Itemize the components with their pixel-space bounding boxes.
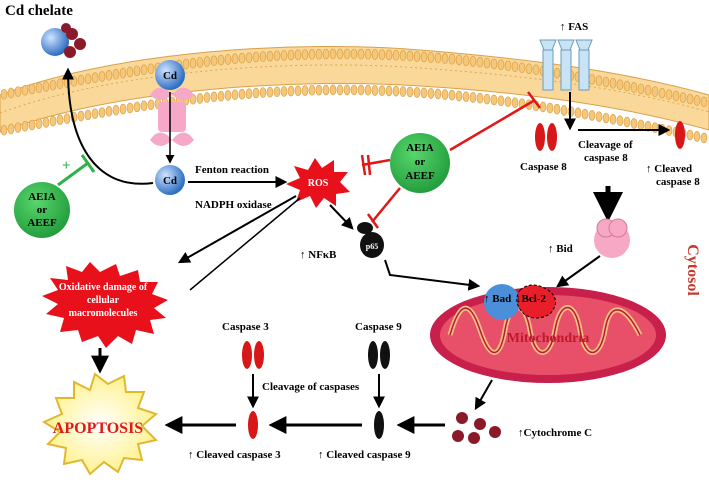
cytosol-label: Cytosol [684, 244, 701, 296]
bid-label: ↑ Bid [548, 243, 573, 255]
p65-label: p65 [366, 242, 378, 251]
plus-sign: + [62, 158, 71, 174]
nfkb-p65 [357, 222, 384, 258]
cleavage-caspases-label: Cleavage of caspases [262, 381, 360, 393]
fas-receptor [539, 39, 593, 91]
cd-label-outside: Cd [163, 70, 177, 82]
aeia-left-line3: AEEF [27, 217, 57, 229]
cd-ion-outside [155, 60, 185, 90]
apoptosis-burst [41, 372, 158, 476]
bad-protein [484, 284, 520, 320]
cleaved-caspase8-icon [675, 121, 685, 149]
cleaved-caspase9-icon [374, 411, 384, 439]
lipid-heads [0, 48, 708, 144]
cleaved-caspase3-icon [248, 411, 258, 439]
cd-chelate-title: Cd chelate [5, 3, 73, 19]
caspase9-label: Caspase 9 [355, 321, 402, 333]
cd-transporter [150, 87, 194, 146]
bid-to-mito-arrow [556, 255, 601, 288]
ros-to-damage-line [189, 197, 301, 291]
promote-line [57, 161, 89, 187]
caspase8-label: Caspase 8 [520, 161, 567, 173]
cleavage8-label-2: caspase 8 [584, 152, 628, 164]
caspase3-icon [242, 341, 264, 369]
promote-bar [80, 154, 96, 173]
bid-protein [594, 218, 630, 258]
cleaved3-label: ↑ Cleaved caspase 3 [188, 449, 281, 461]
aeia-aeef-middle-circle [390, 133, 450, 193]
ros-label: ROS [308, 178, 329, 189]
fenton-label: Fenton reaction [195, 164, 269, 176]
apoptosis-label: APOPTOSIS [53, 420, 144, 437]
nfkb-label: ↑ NFκB [300, 249, 337, 261]
cleaved8-label-1: ↑ Cleaved [646, 163, 692, 175]
fas-label: ↑ FAS [560, 21, 588, 33]
bcl2-label: ↓Bcl-2 [516, 293, 546, 305]
bad-label: ↑ Bad [484, 293, 511, 305]
cd-chelate-cluster [41, 23, 86, 58]
inhibition-lines [360, 91, 541, 229]
chelation-arrow [62, 67, 154, 185]
caspase8-icon [535, 123, 557, 151]
aeia-aeef-left-circle [14, 182, 70, 238]
cleaved8-label-2: caspase 8 [656, 176, 700, 188]
nadph-label: NADPH oxidase [195, 199, 272, 211]
aeia-left-line2: or [37, 204, 48, 216]
caspase9-icon [368, 341, 390, 369]
cd-ion-inside [155, 165, 185, 195]
cleaved9-label: ↑ Cleaved caspase 9 [318, 449, 411, 461]
ros-to-damage-arrow [177, 195, 297, 264]
aeia-left-line1: AEIA [28, 191, 56, 203]
oxidative-damage-burst [42, 262, 168, 348]
aeia-mid-line1: AEIA [406, 142, 434, 154]
mito-to-cytc-arrow [474, 379, 493, 411]
oxidative-label-3: macromolecules [69, 308, 138, 319]
cleavage8-label-1: Cleavage of [578, 139, 633, 151]
aeia-mid-line3: AEEF [405, 170, 435, 182]
oxidative-label-1: Oxidative damage of [59, 282, 148, 293]
ros-to-nfkb-arrow [329, 204, 354, 230]
mitochondria-label: Mitochondria [507, 331, 589, 346]
bcl2-protein [516, 284, 556, 319]
cd-label-inside: Cd [163, 175, 177, 187]
caspase3-label: Caspase 3 [222, 321, 269, 333]
nfkb-to-mito-arrow [384, 259, 481, 291]
cytochrome-c-particles [452, 412, 501, 444]
ros-burst [286, 158, 350, 208]
oxidative-label-2: cellular [87, 295, 120, 306]
cytochrome-label: ↑Cytochrome C [518, 427, 592, 439]
aeia-mid-line2: or [415, 156, 426, 168]
